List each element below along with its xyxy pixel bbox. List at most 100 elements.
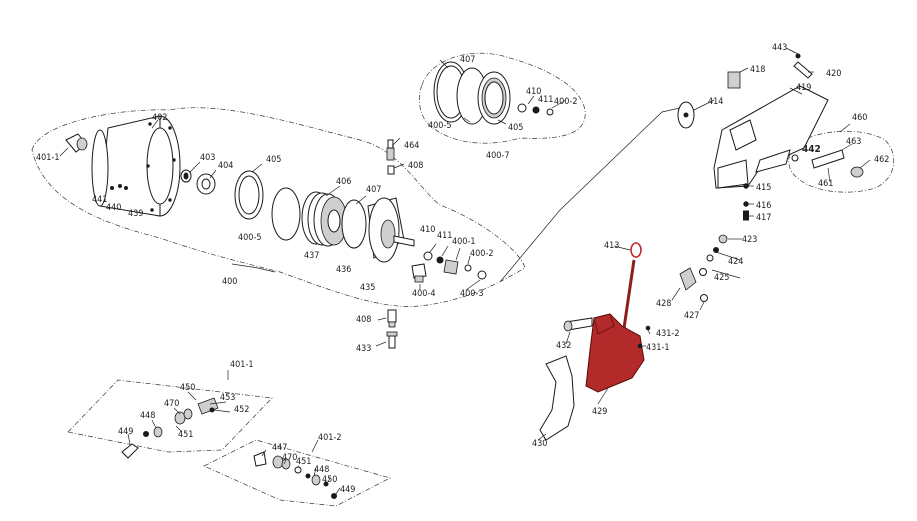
seal-403 <box>180 169 192 183</box>
label-414: 414 <box>708 97 723 107</box>
label-464: 464 <box>404 141 419 151</box>
label-403: 403 <box>200 153 215 163</box>
label-405: 405 <box>266 155 281 165</box>
label-450: 450 <box>180 383 195 393</box>
nipple-408-bottom <box>387 309 397 328</box>
bleeder-464 <box>386 139 395 161</box>
group-outline-400 <box>31 107 526 307</box>
label-432: 432 <box>556 341 571 351</box>
fitting-400-4 <box>411 263 427 283</box>
piston-400-1 <box>443 259 459 275</box>
leader-lines <box>59 47 871 495</box>
label-418: 418 <box>750 65 765 75</box>
label-408-bottom: 408 <box>356 315 371 325</box>
label-400-7: 400-7 <box>486 151 510 161</box>
label-411-top: 411 <box>538 95 553 105</box>
nipple-408-top <box>387 165 395 175</box>
label-401-2-group: 401-2 <box>318 433 342 443</box>
connector-line <box>499 107 681 283</box>
label-423: 423 <box>742 235 757 245</box>
label-470-b: 470 <box>282 453 297 463</box>
label-410-top: 410 <box>526 87 541 97</box>
label-431-1: 431-1 <box>646 343 670 353</box>
label-447: 447 <box>272 443 287 453</box>
label-416: 416 <box>756 201 771 211</box>
label-413: 413 <box>604 241 619 251</box>
ring-400-5-left <box>271 187 301 241</box>
group-outline-400-7 <box>418 52 586 144</box>
label-424: 424 <box>728 257 743 267</box>
label-435: 435 <box>360 283 375 293</box>
nuts-423-428 <box>679 234 728 302</box>
washers-410-411 <box>423 251 444 264</box>
small-bolts-439-441 <box>110 184 128 190</box>
label-407-top: 407 <box>460 55 475 65</box>
label-440: 440 <box>106 203 121 213</box>
label-470: 470 <box>164 399 179 409</box>
label-401-1-group: 401-1 <box>230 360 254 370</box>
label-460: 460 <box>852 113 867 123</box>
clips-431 <box>637 325 651 349</box>
label-408-top: 408 <box>408 161 423 171</box>
fittings-401-2 <box>253 451 337 499</box>
label-405-top: 405 <box>508 123 523 133</box>
brake-lever-429 <box>585 313 645 393</box>
label-451: 451 <box>178 430 193 440</box>
hub-435 <box>367 197 415 263</box>
ring-405-top <box>477 71 511 125</box>
label-407: 407 <box>366 185 381 195</box>
arm-419 <box>713 71 829 189</box>
label-411: 411 <box>437 231 452 241</box>
disc-pack-406 <box>301 191 348 247</box>
label-448-b: 448 <box>314 465 329 475</box>
label-419: 419 <box>796 83 811 93</box>
washers-410-411-top <box>517 103 554 116</box>
bolt-433 <box>386 331 398 349</box>
label-400-5: 400-5 <box>238 233 262 243</box>
washer-414 <box>677 101 695 129</box>
label-402: 402 <box>152 113 167 123</box>
connector-line-2 <box>231 263 276 273</box>
pin-420 <box>793 53 813 79</box>
label-415: 415 <box>756 183 771 193</box>
label-400-2-top: 400-2 <box>554 97 578 107</box>
bearing-404 <box>196 173 216 195</box>
label-453: 453 <box>220 393 235 403</box>
bolt-stack-415-417 <box>743 183 749 221</box>
group-outline-460 <box>788 130 894 193</box>
label-401-1: 401-1 <box>36 153 60 163</box>
label-433: 433 <box>356 344 371 354</box>
seal-400-2-left <box>464 264 472 272</box>
label-463: 463 <box>846 137 861 147</box>
label-400-4: 400-4 <box>412 289 436 299</box>
group-outline-401-2 <box>203 439 391 507</box>
label-400-3: 400-3 <box>460 289 484 299</box>
label-437: 437 <box>304 251 319 261</box>
label-400: 400 <box>222 277 237 287</box>
label-400-2: 400-2 <box>470 249 494 259</box>
label-439: 439 <box>128 209 143 219</box>
label-448: 448 <box>140 411 155 421</box>
label-406: 406 <box>336 177 351 187</box>
label-429: 429 <box>592 407 607 417</box>
label-451-b: 451 <box>296 457 311 467</box>
ring-400-3 <box>477 270 487 280</box>
label-461: 461 <box>818 179 833 189</box>
part-labels: 401-1 402 403 404 405 441 440 439 400-5 … <box>36 43 889 495</box>
label-417: 417 <box>756 213 771 223</box>
pin-461-group <box>791 149 864 178</box>
label-443: 443 <box>772 43 787 53</box>
label-449: 449 <box>118 427 133 437</box>
label-430: 430 <box>532 439 547 449</box>
label-450-b: 450 <box>322 475 337 485</box>
lever-rod-413 <box>622 242 642 329</box>
group-outline-401-1 <box>67 379 273 453</box>
ring-405-left <box>234 170 264 220</box>
label-400-1: 400-1 <box>452 237 476 247</box>
label-462: 462 <box>874 155 889 165</box>
label-449-b: 449 <box>340 485 355 495</box>
label-431-2: 431-2 <box>656 329 680 339</box>
label-428: 428 <box>656 299 671 309</box>
label-400-5-top: 400-5 <box>428 121 452 131</box>
